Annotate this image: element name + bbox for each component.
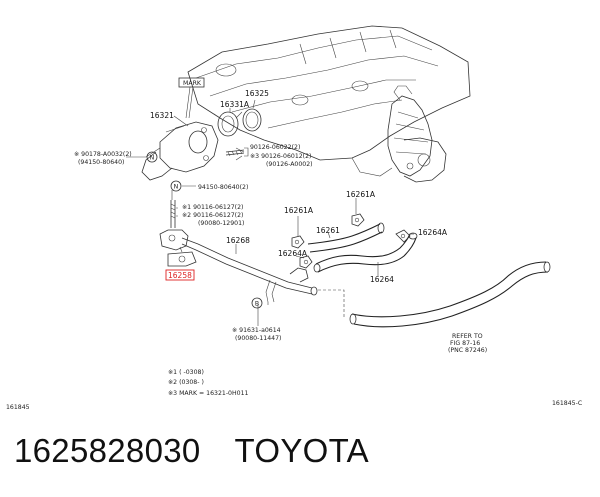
part-label-16331a[interactable]: 16331A	[220, 100, 250, 109]
bolt-label-c2[interactable]: (90126-A0002)	[266, 161, 313, 168]
part-label-16264[interactable]: 16264	[370, 275, 394, 284]
bolt-label-a2[interactable]: (94150-80640)	[78, 159, 124, 166]
thermostat-drawing	[213, 108, 262, 137]
part-label-16268[interactable]: 16268	[226, 236, 250, 245]
heater-hose-drawing	[349, 261, 551, 328]
thermostat-housing-drawing	[141, 77, 219, 181]
bolt-label-b[interactable]: 90126-06022(2)	[250, 144, 300, 151]
highlight-box-16258	[165, 269, 195, 281]
stud-label-3[interactable]: (90080-12901)	[198, 220, 244, 227]
bolt-label-c1[interactable]: ※3 90126-06012(2)	[250, 153, 311, 160]
stud-bolts-drawing	[159, 200, 189, 251]
refer-label-2[interactable]: FIG 87-16	[450, 340, 480, 347]
footer-part-number: 1625828030	[14, 432, 201, 469]
note-2: ※2 (0308- )	[168, 379, 204, 386]
marker-n-1: N	[146, 151, 158, 163]
stud-label-2[interactable]: ※2 90116-06127(2)	[182, 212, 243, 219]
engine-block-drawing	[187, 25, 471, 183]
figure-id-left: 161845	[6, 404, 30, 411]
refer-label-3[interactable]: (PNC 87246)	[448, 347, 487, 354]
svg-text:N: N	[174, 184, 179, 191]
dashed-ref-line-1	[318, 289, 345, 318]
hose-16261-drawing	[291, 213, 385, 253]
mark-label: MARK	[183, 80, 202, 87]
part-label-16325[interactable]: 16325	[245, 89, 269, 98]
marker-b: B	[251, 297, 263, 309]
refer-label-1[interactable]: REFER TO	[452, 333, 483, 340]
clip-label-1[interactable]: ※ 91631-a0614	[232, 327, 281, 334]
part-label-16261a-left[interactable]: 16261A	[284, 206, 314, 215]
figure-id-right: 161845-C	[552, 400, 582, 407]
clip-label-2[interactable]: (90080-11447)	[235, 335, 281, 342]
footer-brand: TOYOTA	[234, 432, 369, 469]
bypass-pipe-16268-drawing	[181, 237, 318, 303]
marker-n-2: N	[170, 180, 182, 192]
svg-text:N: N	[150, 155, 155, 162]
hose-16264-drawing	[299, 229, 418, 273]
part-label-16261[interactable]: 16261	[316, 226, 340, 235]
stud-label-1[interactable]: ※1 90116-06127(2)	[182, 204, 243, 211]
note-3: ※3 MARK = 16321-0H011	[168, 390, 249, 397]
part-label-16321[interactable]: 16321	[150, 111, 174, 120]
part-label-16258[interactable]: 16258	[168, 271, 192, 280]
bolt-label-a1[interactable]: ※ 90178-A0032(2)	[74, 151, 132, 158]
gasket-16258-drawing	[167, 246, 197, 267]
note-1: ※1 ( -0308)	[168, 369, 204, 376]
svg-text:B: B	[255, 301, 259, 308]
nut-label-n[interactable]: 94150-80640(2)	[198, 184, 248, 191]
part-label-16264a-left[interactable]: 16264A	[278, 249, 308, 258]
housing-bolts-drawing	[225, 147, 249, 157]
footer-caption: 1625828030 TOYOTA	[14, 432, 403, 470]
part-label-16264a-right[interactable]: 16264A	[418, 228, 448, 237]
part-label-16261a-top[interactable]: 16261A	[346, 190, 376, 199]
